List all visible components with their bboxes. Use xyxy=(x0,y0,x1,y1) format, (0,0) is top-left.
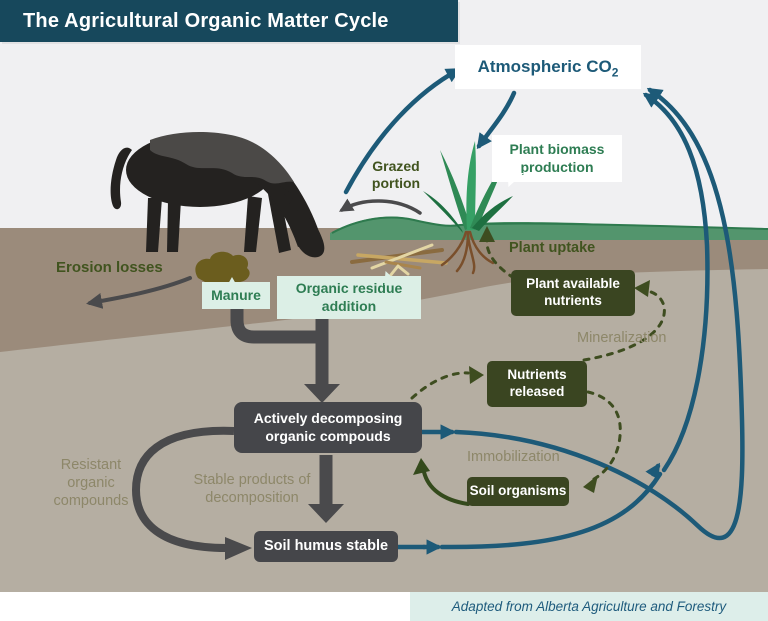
erosion-losses-label: Erosion losses xyxy=(56,259,163,276)
grass-strip xyxy=(330,216,768,240)
atmospheric-co2-text: Atmospheric CO xyxy=(477,57,612,76)
stable-products-label: Stable products of decomposition xyxy=(193,472,311,507)
dashed-arrowheads xyxy=(469,226,650,493)
cow-illustration xyxy=(110,131,325,258)
plant-uptake-label: Plant uptake xyxy=(509,240,596,256)
resistant-organic-compounds-label: Resistant organic compounds xyxy=(53,457,129,510)
teal-arrows xyxy=(343,67,745,555)
credit-attribution: Adapted from Alberta Agriculture and For… xyxy=(410,592,768,621)
plant-available-nutrients-box: Plant available nutrients xyxy=(511,270,635,316)
mineralization-label: Mineralization xyxy=(577,330,667,346)
soil-humus-stable-box: Soil humus stable xyxy=(254,531,398,562)
co2-subscript: 2 xyxy=(611,65,619,80)
dashed-arrows xyxy=(410,236,666,481)
organic-residue-label: Organic residue addition xyxy=(277,276,421,319)
soil-organisms-box: Soil organisms xyxy=(467,477,569,506)
grazed-portion-label: Grazed portion xyxy=(371,158,421,191)
manure-label: Manure xyxy=(202,277,270,309)
actively-decomposing-box: Actively decomposing organic compouds xyxy=(234,402,422,453)
gray-thick-arrows xyxy=(131,308,333,552)
plant-biomass-label: Plant biomass production xyxy=(492,135,622,182)
diagram-title: The Agricultural Organic Matter Cycle xyxy=(0,0,458,42)
immobilization-label: Immobilization xyxy=(467,449,560,465)
organic-residue-icon xyxy=(350,243,448,278)
atmospheric-co2-label: Atmospheric CO2 xyxy=(455,45,641,89)
gray-arrows xyxy=(86,198,422,309)
soil-organisms-return-arrow xyxy=(413,458,470,506)
gray-arrowheads xyxy=(225,384,344,560)
manure-pile-icon xyxy=(195,251,250,282)
nutrients-released-box: Nutrients released xyxy=(487,361,587,407)
